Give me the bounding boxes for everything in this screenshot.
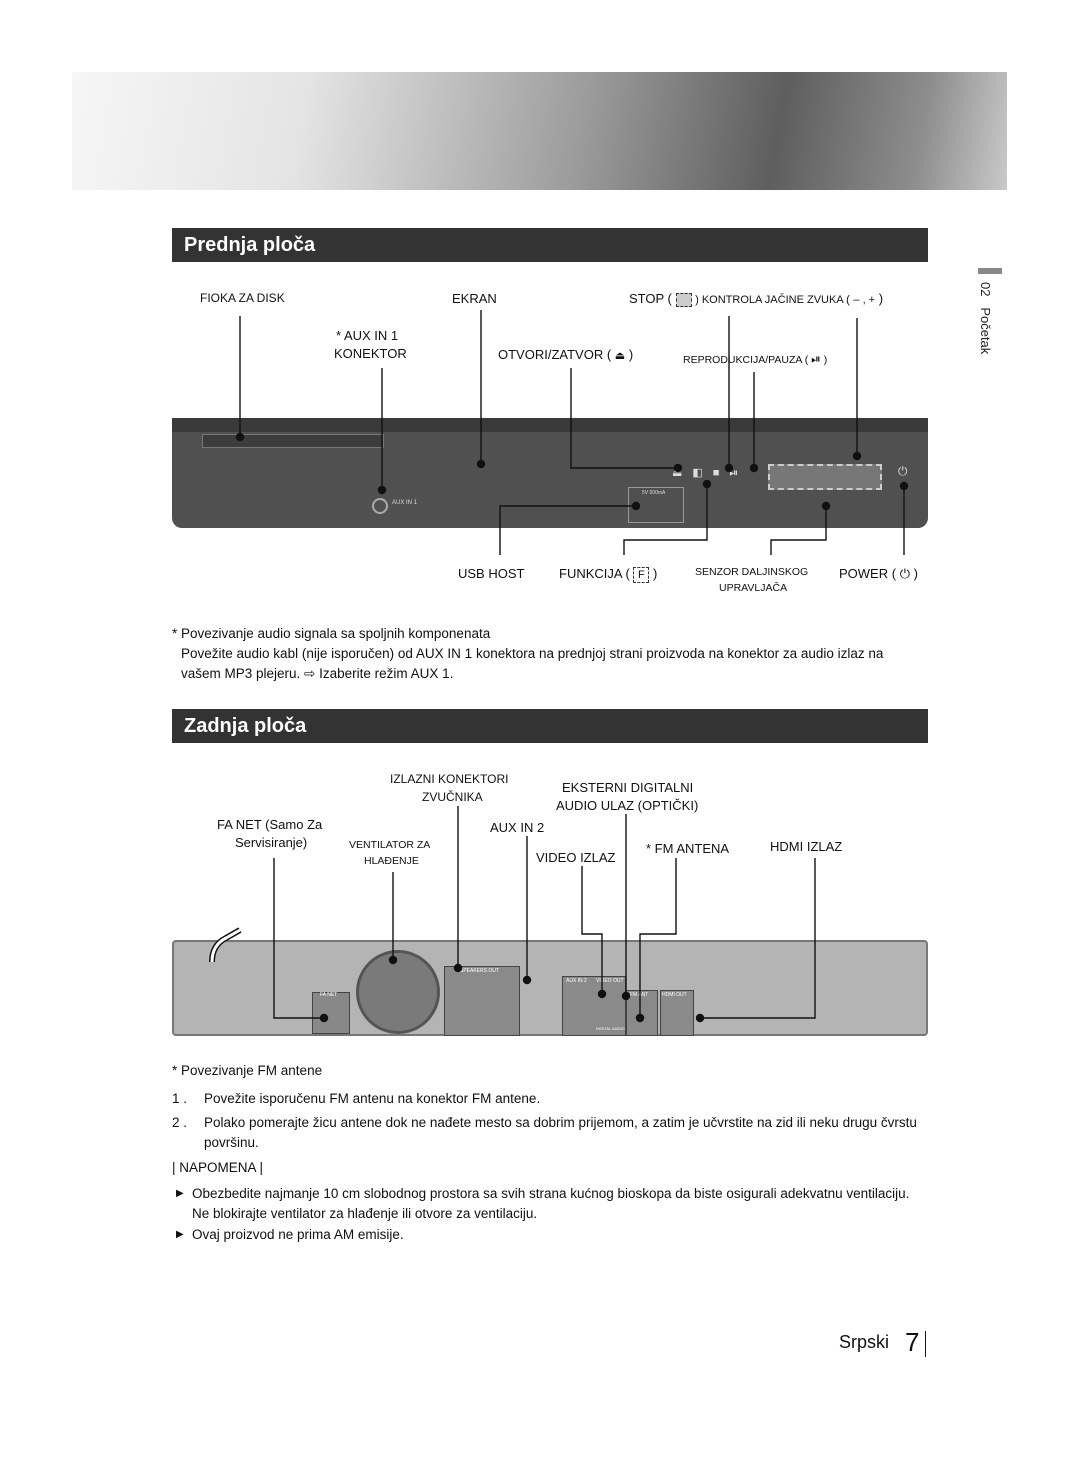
footer-language: Srpski (839, 1332, 890, 1352)
label-open-close-text: OTVORI/ZATVOR ( (498, 347, 612, 362)
chapter-title: Početak (978, 307, 993, 355)
label-fa-net: FA NET (Samo Za (217, 817, 323, 832)
label-power-end: ) (913, 566, 918, 581)
label-power: POWER ( ⏻ ) (839, 566, 918, 582)
bullet-2-text: Ovaj proizvod ne prima AM emisije. (192, 1227, 404, 1242)
label-power-text: POWER ( (839, 566, 897, 581)
label-aux-in-1: * AUX IN 1 (336, 328, 399, 343)
front-display-window (768, 464, 882, 490)
speaker-terminals (444, 966, 520, 1036)
rear-panel-heading: Zadnja ploča (172, 709, 928, 743)
label-remote-sensor-2: UPRAVLJAČA (719, 582, 788, 594)
label-aux-in-2: AUX IN 2 (490, 820, 545, 835)
label-stop: STOP ( ) KONTROLA JAČINE ZVUKA ( ‒ , + ) (629, 291, 883, 307)
digital-audio-small-label: DIGITAL AUDIO IN (596, 1026, 630, 1031)
label-fan-2: HLAĐENJE (364, 855, 419, 867)
bullet-1-text: Obezbedite najmanje 10 cm slobodnog pros… (192, 1186, 910, 1221)
usb-port (628, 487, 684, 523)
front-panel-device: AUX IN 1 5V 500mA ⏏◧■⏯ ⏻ (172, 418, 928, 528)
eject-icon: ⏏ (614, 350, 626, 362)
fa-net-port (312, 992, 350, 1034)
label-volume-close: ) (878, 291, 884, 306)
aux-jack (372, 498, 388, 514)
label-hdmi-out: HDMI IZLAZ (770, 839, 843, 854)
rear-panel-device: SPEAKERS OUT FA NET AUX IN 2 VIDEO OUT D… (172, 940, 928, 1036)
header-banner (72, 72, 1007, 190)
hdmi-small-label: HDMI OUT (662, 992, 687, 998)
fm-antenna-small-label: FM ANT (630, 992, 649, 998)
front-note-title: * Povezivanje audio signala sa spoljnih … (172, 626, 491, 641)
front-note-body: Povežite audio kabl (nije isporučen) od … (181, 644, 926, 684)
bullet-icon-1: ▶ (176, 1188, 184, 1199)
step-2-number: 2 . (172, 1115, 188, 1130)
front-note-bold-2: AUX 1 (410, 666, 450, 681)
label-fan: VENTILATOR ZA (349, 839, 431, 851)
front-note-text-2: konektora na prednjoj strani proizvoda n… (181, 646, 884, 681)
front-note-bold-1: AUX IN 1 (415, 646, 473, 661)
label-speaker-out-2: ZVUČNIKA (422, 790, 483, 804)
label-play-pause: REPRODUKCIJA/PAUZA ( ⏯ ) (683, 352, 827, 367)
speaker-terminals-label: SPEAKERS OUT (460, 968, 499, 974)
chapter-tab: 02 Početak (978, 282, 993, 354)
fa-net-port-label: FA NET (320, 992, 338, 998)
step-1-number: 1 . (172, 1091, 188, 1106)
label-open-close: OTVORI/ZATVOR ( ⏏ ) (498, 347, 633, 362)
aux-in-2-small-label: AUX IN 2 (566, 978, 587, 984)
aux-jack-label: AUX IN 1 (392, 500, 418, 506)
label-stop-text: STOP ( (629, 291, 672, 306)
usb-port-label: 5V 500mA (642, 490, 666, 496)
label-volume: ) KONTROLA JAČINE ZVUKA ( (695, 294, 850, 306)
button-icons: ⏏◧■⏯ (672, 467, 749, 479)
label-fm-antenna: * FM ANTENA (646, 841, 730, 856)
label-fa-net-2: Servisiranje) (235, 835, 308, 850)
label-display: EKRAN (452, 291, 497, 306)
aux-video-panel (562, 976, 626, 1036)
label-function-end: ) (653, 566, 658, 581)
label-optical-2: AUDIO ULAZ (OPTIČKI) (556, 798, 699, 813)
step-1-text: Povežite isporučenu FM antenu na konekto… (204, 1091, 541, 1106)
label-open-close-end: ) (628, 347, 634, 362)
disc-tray-slot (202, 434, 384, 448)
front-panel-heading: Prednja ploča (172, 228, 928, 262)
power-icon: ⏻ (899, 566, 910, 581)
footer-page-number: 7 (905, 1327, 920, 1357)
bullet-icon-2: ▶ (176, 1229, 184, 1240)
label-function: FUNKCIJA ( F ) (559, 566, 657, 583)
label-play-pause-text: REPRODUKCIJA/PAUZA ( (683, 354, 809, 366)
step-2-text: Polako pomerajte žicu antene dok ne nađe… (204, 1115, 917, 1150)
label-optical: EKSTERNI DIGITALNI (562, 780, 694, 795)
label-usb-host: USB HOST (458, 566, 525, 581)
chapter-marker (978, 268, 1002, 274)
power-button-icon: ⏻ (898, 464, 908, 478)
label-disc-tray: FIOKA ZA DISK (200, 291, 285, 305)
volume-icon: ‒ , + (853, 294, 876, 306)
stop-icon (675, 292, 692, 307)
label-speaker-out: IZLAZNI KONEKTORI (390, 772, 509, 786)
hdmi-port (660, 990, 694, 1036)
label-connector: KONEKTOR (334, 346, 407, 361)
label-remote-sensor: SENZOR DALJINSKOG (695, 566, 809, 578)
front-note-text-3: . (449, 666, 454, 681)
label-play-pause-end: ) (823, 354, 828, 366)
label-function-text: FUNKCIJA ( (559, 566, 630, 581)
note-heading: | NAPOMENA | (172, 1160, 264, 1175)
video-out-small-label: VIDEO OUT (596, 978, 624, 984)
fm-antenna-port (626, 990, 658, 1036)
chapter-number: 02 (978, 282, 993, 297)
function-icon: F (633, 567, 650, 583)
cooling-fan (356, 950, 440, 1034)
footer-divider (925, 1331, 926, 1357)
front-note-text-1: Povežite audio kabl (nije isporučen) od (181, 646, 416, 661)
label-video-out: VIDEO IZLAZ (536, 850, 616, 865)
fm-section-title: * Povezivanje FM antene (172, 1063, 323, 1078)
play-pause-icon: ⏯ (811, 352, 821, 366)
